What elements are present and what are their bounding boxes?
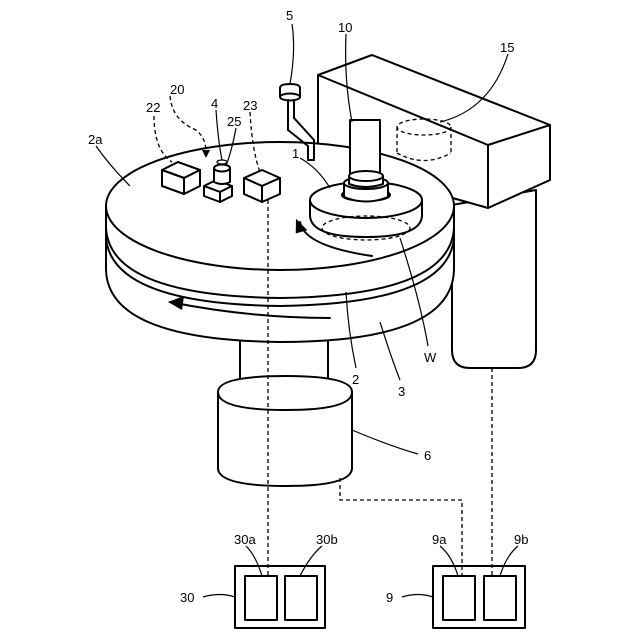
label-2: 2 (352, 372, 359, 387)
label-1: 1 (292, 146, 299, 161)
label-9b: 9b (514, 532, 528, 547)
label-15: 15 (500, 40, 514, 55)
label-6: 6 (424, 448, 431, 463)
label-23: 23 (243, 98, 257, 113)
label-20: 20 (170, 82, 184, 97)
label-4: 4 (211, 96, 218, 111)
label-10: 10 (338, 20, 352, 35)
label-3: 3 (398, 384, 405, 399)
sensor-block-23 (244, 170, 280, 202)
controller-9 (433, 566, 525, 628)
label-25: 25 (227, 114, 241, 129)
label-2a: 2a (88, 132, 103, 147)
controller-30 (235, 566, 325, 628)
lower-column (218, 320, 352, 486)
label-9: 9 (386, 590, 393, 605)
label-5: 5 (286, 8, 293, 23)
label-22: 22 (146, 100, 160, 115)
label-30: 30 (180, 590, 194, 605)
label-9a: 9a (432, 532, 447, 547)
label-30b: 30b (316, 532, 338, 547)
label-W: W (424, 350, 437, 365)
label-30a: 30a (234, 532, 256, 547)
